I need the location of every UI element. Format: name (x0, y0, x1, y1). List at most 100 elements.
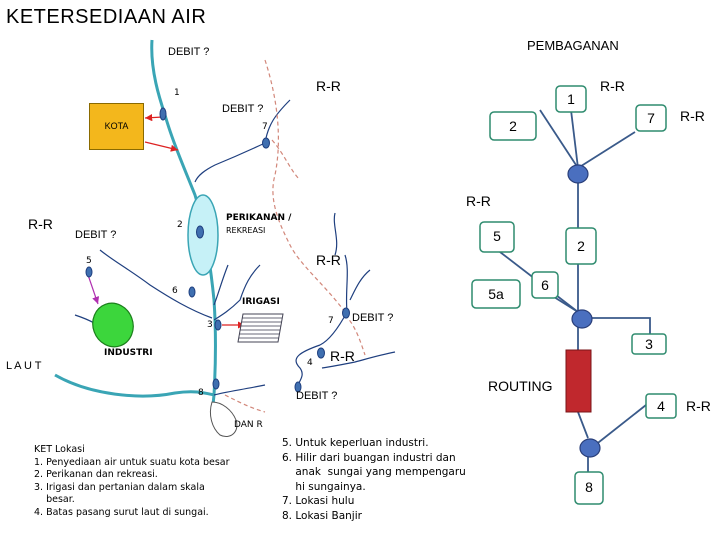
rr-schema-top-right: R-R (600, 78, 625, 94)
schema-title: PEMBAGANAN (527, 38, 619, 53)
site-number-3: 3 (207, 320, 213, 330)
tributary-11 (333, 212, 338, 256)
catchment-boundary-2 (271, 139, 301, 181)
schema-node-8: 8 (585, 479, 593, 495)
rr-schema-far-right: R-R (680, 108, 705, 124)
key-left-line: besar. (34, 494, 75, 505)
rr-map-lower: R-R (330, 348, 355, 364)
schema-junction-top (567, 164, 589, 184)
key-left-line: 3. Irigasi dan pertanian dalam skala (34, 481, 205, 493)
key-right-line: 5. Untuk keperluan industri. (282, 437, 429, 449)
site-number-7-top: 7 (262, 122, 268, 132)
schema-node-2-top: 2 (509, 118, 517, 134)
key-left-line: 1. Penyediaan air untuk suatu kota besar (34, 456, 230, 468)
catchment-boundary-1 (264, 59, 346, 313)
danau-label: DAN R (234, 420, 263, 430)
rr-map-left: R-R (28, 216, 53, 232)
tributary-7 (321, 351, 396, 369)
rekreasi-label: REKREASI (226, 226, 266, 235)
map-debit-right: DEBIT ? (352, 312, 394, 324)
slide-title: KETERSEDIAAN AIR (6, 6, 207, 28)
map-debit-left: DEBIT ? (75, 229, 117, 241)
site-marker-3 (214, 319, 222, 331)
schema-node-2-mid: 2 (577, 238, 585, 254)
site-marker-7-bottom (342, 307, 350, 319)
schema-box-6 (531, 271, 559, 299)
rr-schema-bottom-right: R-R (686, 398, 711, 414)
site-marker-5 (85, 266, 93, 278)
site-marker-6 (188, 286, 196, 298)
tributary-8 (349, 269, 371, 301)
rr-map-top: R-R (316, 78, 341, 94)
site-number-7-bottom: 7 (328, 316, 334, 326)
site-number-5: 5 (86, 256, 92, 266)
schema-link-7 (585, 317, 651, 334)
tributary-10 (213, 384, 266, 396)
tributary-1 (194, 99, 291, 183)
map-debit-top: DEBIT ? (168, 46, 210, 58)
schema-node-6: 6 (541, 277, 549, 293)
schema-node-5: 5 (493, 228, 501, 244)
key-left-line: 2. Perikanan dan rekreasi. (34, 469, 158, 480)
schema-box-5a (471, 279, 521, 309)
routing-label: ROUTING (488, 378, 553, 394)
laut-label: L A U T (6, 360, 42, 372)
map-key-right: 5. Untuk keperluan industri. 6. Hilir da… (282, 436, 466, 523)
schema-link-2 (570, 109, 579, 169)
key-right-line: 6. Hilir dari buangan industri dan (282, 451, 456, 464)
rr-map-middle: R-R (316, 252, 341, 268)
key-left-line: KET Lokasi (34, 444, 85, 455)
schema-node-4: 4 (657, 398, 665, 414)
irigasi-label: IRIGASI (242, 297, 280, 307)
site-number-4: 4 (307, 358, 313, 368)
danau (209, 401, 238, 437)
kota-box: KOTA (89, 103, 144, 150)
schema-junction-mid (571, 309, 593, 329)
site-marker-1 (159, 107, 167, 121)
tributary-2 (99, 249, 213, 319)
tributary-3 (213, 264, 261, 321)
site-marker-8-river (212, 378, 220, 390)
schema-link-1 (539, 109, 579, 169)
schema-junction-bottom (579, 438, 601, 458)
schema-node-1: 1 (567, 91, 575, 107)
industri-area (92, 302, 134, 348)
sea-shoreline (54, 373, 215, 398)
key-right-line: hi sungainya. (282, 480, 366, 493)
schema-box-8 (574, 471, 604, 505)
key-right-line: 7. Lokasi hulu (282, 495, 355, 507)
site-marker-bottom (294, 381, 302, 393)
schema-box-2-top (489, 111, 537, 141)
site-number-8: 8 (198, 388, 204, 398)
schema-box-1 (555, 85, 587, 113)
rr-schema-center: R-R (466, 193, 491, 209)
map-key-left: KET Lokasi 1. Penyediaan air untuk suatu… (34, 444, 230, 519)
site-number-2: 2 (177, 220, 183, 230)
schema-node-7: 7 (647, 110, 655, 126)
irigasi-field (237, 313, 284, 343)
map-debit-bottom: DEBIT ? (296, 390, 338, 402)
site-marker-7-top (262, 137, 270, 149)
schema-node-5a: 5a (488, 286, 504, 302)
key-left-line: 4. Batas pasang surut laut di sungai. (34, 506, 209, 518)
key-right-line: anak sungai yang mempengaru (282, 466, 466, 478)
schema-node-3: 3 (645, 336, 653, 352)
schema-link-3 (577, 131, 636, 169)
tributary-5 (319, 254, 348, 346)
schema-link-10 (593, 404, 647, 447)
catchment-boundary-4 (224, 394, 266, 413)
schema-box-5 (479, 221, 515, 253)
tributary-9 (213, 264, 229, 306)
map-debit-mid: DEBIT ? (222, 103, 264, 115)
site-number-1: 1 (174, 88, 180, 98)
tributary-6 (295, 344, 321, 386)
key-right-line: 8. Lokasi Banjir (282, 509, 362, 522)
routing-bar (565, 349, 592, 413)
schema-box-2-mid (565, 227, 597, 265)
schema-box-7 (635, 104, 667, 132)
industri-label: INDUSTRI (104, 348, 153, 358)
schema-box-3 (631, 333, 667, 355)
site-number-6: 6 (172, 286, 178, 296)
kota-return-arrow (144, 141, 179, 152)
